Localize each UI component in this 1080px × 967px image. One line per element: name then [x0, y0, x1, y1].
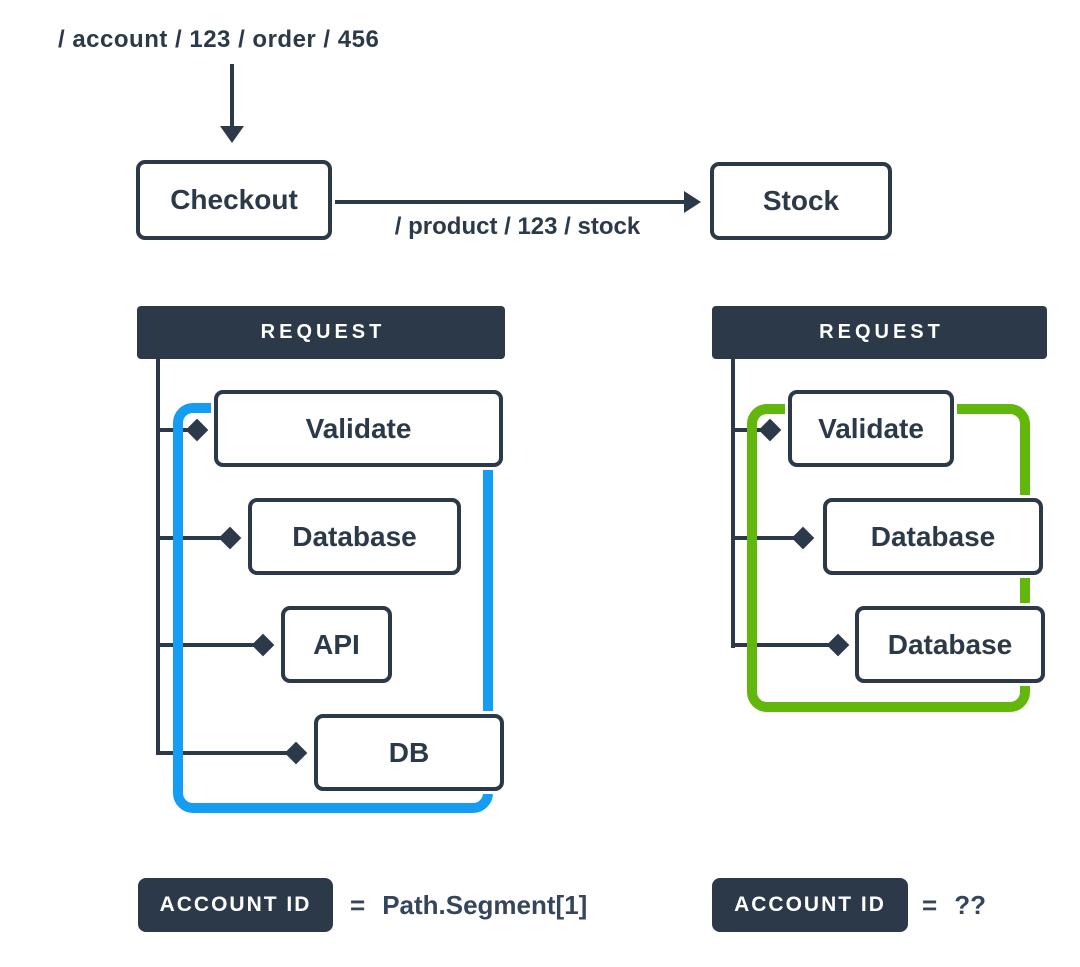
right-span-database-box: Database	[823, 498, 1043, 575]
right-account-id-badge-label: ACCOUNT ID	[734, 893, 886, 916]
stock-service-box: Stock	[710, 162, 892, 240]
right-arrow-icon	[334, 200, 686, 204]
checkout-service-box: Checkout	[136, 160, 332, 240]
left-tree-trunk-line	[156, 358, 160, 755]
right-span-database-label: Database	[870, 520, 996, 552]
left-connector-line	[156, 643, 271, 647]
incoming-path-label: / account / 123 / order / 456	[58, 26, 380, 53]
left-account-id-badge: ACCOUNT ID	[138, 878, 333, 932]
checkout-service-label: Checkout	[170, 184, 298, 215]
right-span-validate-box: Validate	[788, 390, 954, 467]
left-account-id-valuerow: = Path.Segment[1]	[350, 878, 587, 932]
right-span-database2-label: Database	[887, 628, 1013, 660]
down-arrow-icon	[230, 64, 234, 128]
left-request-header-label: REQUEST	[260, 321, 386, 343]
left-span-database-box: Database	[248, 498, 461, 575]
right-account-id-valuerow: = ??	[922, 878, 986, 932]
outgoing-path-label: / product / 123 / stock	[394, 213, 641, 240]
right-span-validate-label: Validate	[818, 412, 924, 444]
equals-sign: =	[922, 889, 938, 920]
left-request-header: REQUEST	[137, 306, 505, 359]
left-span-validate-box: Validate	[214, 390, 503, 467]
right-request-header-label: REQUEST	[819, 321, 944, 343]
right-request-header: REQUEST	[712, 306, 1047, 359]
left-account-id-badge-label: ACCOUNT ID	[159, 893, 312, 916]
left-span-api-label: API	[313, 628, 360, 660]
right-arrow-head-icon	[684, 191, 701, 213]
left-span-db-label: DB	[388, 736, 430, 768]
stock-service-label: Stock	[762, 185, 840, 216]
right-connector-line	[731, 536, 810, 540]
left-span-db-box: DB	[314, 714, 504, 791]
left-connector-line	[156, 536, 238, 540]
left-account-id-value: Path.Segment[1]	[382, 889, 588, 920]
left-span-validate-label: Validate	[305, 412, 412, 444]
right-tree-trunk-line	[731, 358, 735, 648]
right-account-id-badge: ACCOUNT ID	[712, 878, 908, 932]
right-account-id-value: ??	[954, 889, 986, 920]
left-span-database-label: Database	[292, 520, 417, 552]
equals-sign: =	[350, 889, 366, 920]
left-connector-line	[156, 751, 304, 755]
right-connector-line	[731, 643, 845, 647]
down-arrow-head-icon	[220, 126, 244, 143]
right-span-database2-box: Database	[855, 606, 1045, 683]
left-span-api-box: API	[281, 606, 392, 683]
